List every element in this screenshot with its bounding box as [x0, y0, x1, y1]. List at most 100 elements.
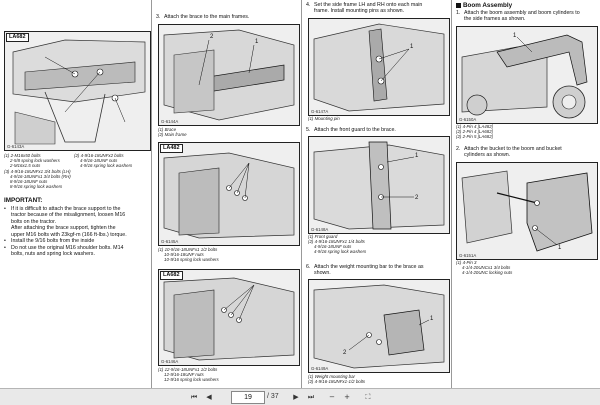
svg-text:1: 1 [410, 44, 414, 50]
caption: (2) 4-9/16-18UNFx1-1/2 bolts [308, 379, 366, 384]
column-divider [151, 0, 152, 388]
svg-text:2: 2 [343, 350, 347, 356]
caption: (1) Weight mounting bar [308, 374, 356, 379]
step-text: Attach the front guard to the brace. [314, 127, 396, 133]
caption: (1) 12-9/16-18UNFx1 1/2 bolts [158, 367, 218, 372]
step-text: Attach the brace to the main frames. [164, 14, 250, 20]
caption: 8-9/16-18UNF nuts [10, 179, 48, 184]
manual-page: LA682 G-6143A (1) 2-M16x50 bolts 2-5/8 s… [4, 0, 600, 388]
zoom-out-icon: − [329, 393, 335, 401]
figure-code: G-6144A [161, 119, 179, 124]
column-divider [301, 0, 302, 388]
figure-code: G-6151A [459, 253, 477, 258]
caption: 10-9/16-18UNF nuts [164, 252, 204, 257]
figure-code: G-6145A [161, 239, 179, 244]
viewer-toolbar: ⏮ ◀ 19 / 37 ▶ ⏭ − + ⛶ [0, 388, 600, 405]
step-4: 4. Set the side frame LH and RH onto eac… [306, 2, 450, 16]
bucket-illustration: 1 [457, 163, 597, 259]
first-page-icon: ⏮ [190, 392, 198, 401]
figure-code: G-6148A [311, 227, 329, 232]
caption: (1) 2-M16x50 bolts [4, 153, 41, 158]
caption: 4-1/4-20UNC locking nuts [462, 270, 513, 275]
figure-brace-main-frames: 1 2 G-6144A [158, 24, 300, 126]
figure-code: G-6150A [459, 117, 477, 122]
next-page-icon: ▶ [293, 393, 299, 401]
next-page-button[interactable]: ▶ [290, 392, 302, 402]
svg-text:1: 1 [255, 39, 259, 45]
figure-boom-assembly: 1 G-6150A [456, 26, 598, 124]
fullscreen-icon: ⛶ [365, 392, 371, 401]
zoom-in-icon: + [344, 393, 350, 401]
bullet-line: If it is difficult to attach the brace s… [11, 206, 121, 212]
caption: (1) Brace [158, 127, 177, 132]
step-1: 1. Attach the boom assembly and boom cyl… [456, 10, 600, 24]
caption: 4-9/16 spring lock washers [314, 249, 367, 254]
figure-mounting-pins: 1 G-6147A [308, 18, 450, 116]
caption: 12-9/16-18UNF nuts [164, 372, 204, 377]
step-text: Set the side frame LH and RH onto each m… [314, 2, 423, 8]
step-text: the side frames as shown. [464, 16, 526, 23]
caption: 12-9/16 spring lock washers [164, 377, 219, 382]
fullscreen-button[interactable]: ⛶ [362, 392, 374, 402]
step-text: cylinders as shown. [464, 152, 511, 159]
page-total: / 37 [267, 393, 279, 400]
caption: (2) 4-9/16-18UNFx2 bolts [74, 153, 124, 158]
step-text: Attach the bucket to the boom and bucket [464, 146, 562, 152]
caption: (1) 4-Pin 3 [456, 260, 477, 265]
model-tag: LA482 [160, 144, 183, 153]
caption: (1) 10-9/16-18UNFx1 1/2 bolts [158, 247, 218, 252]
figure-code: G-6143A [7, 144, 25, 149]
step-number: 3. [156, 14, 161, 20]
bullet-line: Install the 9/16 bolts from the inside [11, 238, 95, 244]
figure-code: G-6147A [311, 109, 329, 114]
zoom-out-button[interactable]: − [326, 392, 338, 402]
caption: (1) Mounting pin [308, 116, 340, 121]
current-page: 19 [244, 394, 252, 401]
last-page-button[interactable]: ⏭ [305, 392, 317, 402]
caption: 4-9/16-18UNFx1 3/4 bolts (RH) [10, 174, 71, 179]
zoom-in-button[interactable]: + [341, 392, 353, 402]
figure-la482-bolts: LA482 G-6145A [158, 142, 300, 246]
step-2: 2. Attach the bucket to the boom and buc… [456, 146, 600, 160]
square-bullet-icon [456, 2, 461, 8]
previous-page-icon: ◀ [206, 393, 212, 401]
bullet-line: bolts, nuts and spring lock washers. [11, 251, 95, 258]
bullet-line: upper M16 bolts with 23kgf-m (166 ft-lbs… [11, 231, 127, 238]
figure-code: G-6146A [161, 359, 179, 364]
la682-illustration [159, 270, 299, 365]
previous-page-button[interactable]: ◀ [203, 392, 215, 402]
weight-bar-illustration: 1 2 [309, 280, 449, 372]
caption: 4-1/4-20UNCx1 3/4 bolts [462, 265, 511, 270]
caption: 10-9/16 spring lock washers [164, 257, 219, 262]
caption: 8-9/16 spring lock washers [10, 184, 63, 189]
figure-la682-bolts: LA682 G-6146A [158, 269, 300, 366]
figure-code: G-6149A [311, 366, 329, 371]
caption: 4-9/16-18UNF nuts [80, 158, 118, 163]
step-text: frame. Install mounting pins as shown. [314, 8, 405, 15]
column-divider [451, 0, 452, 388]
svg-text:1: 1 [558, 245, 562, 251]
last-page-icon: ⏭ [307, 392, 315, 401]
svg-text:1: 1 [430, 316, 434, 322]
figure-bucket: 1 G-6151A [456, 162, 598, 260]
caption: (2) Main frame [158, 132, 187, 137]
section-heading: Boom Assembly [456, 2, 512, 9]
svg-text:1: 1 [415, 153, 419, 159]
model-tag: LA682 [6, 33, 29, 42]
bullet-line: Do not use the original M16 shoulder bol… [11, 245, 124, 251]
figure-front-guard: 1 2 G-6148A [308, 136, 450, 234]
first-page-button[interactable]: ⏮ [188, 392, 200, 402]
caption: 4-9/16 spring lock washers [80, 163, 133, 168]
mounting-pin-illustration: 1 [309, 19, 449, 115]
brace-illustration: 1 2 [159, 25, 299, 125]
page-number-input[interactable]: 19 [231, 391, 265, 404]
caption: 2-5/8 spring lock washers [10, 158, 60, 163]
la482-illustration [159, 143, 299, 245]
figure-brace-support: LA682 G-6143A [4, 31, 151, 151]
step-number: 2. [456, 146, 461, 152]
bullet-line: After attaching the brace support, tight… [11, 225, 116, 232]
svg-text:2: 2 [415, 195, 419, 201]
section-heading-text: Boom Assembly [463, 2, 513, 9]
caption: (2) 2-Pin 5 [LA682] [456, 134, 493, 139]
step-number: 5. [306, 127, 311, 133]
